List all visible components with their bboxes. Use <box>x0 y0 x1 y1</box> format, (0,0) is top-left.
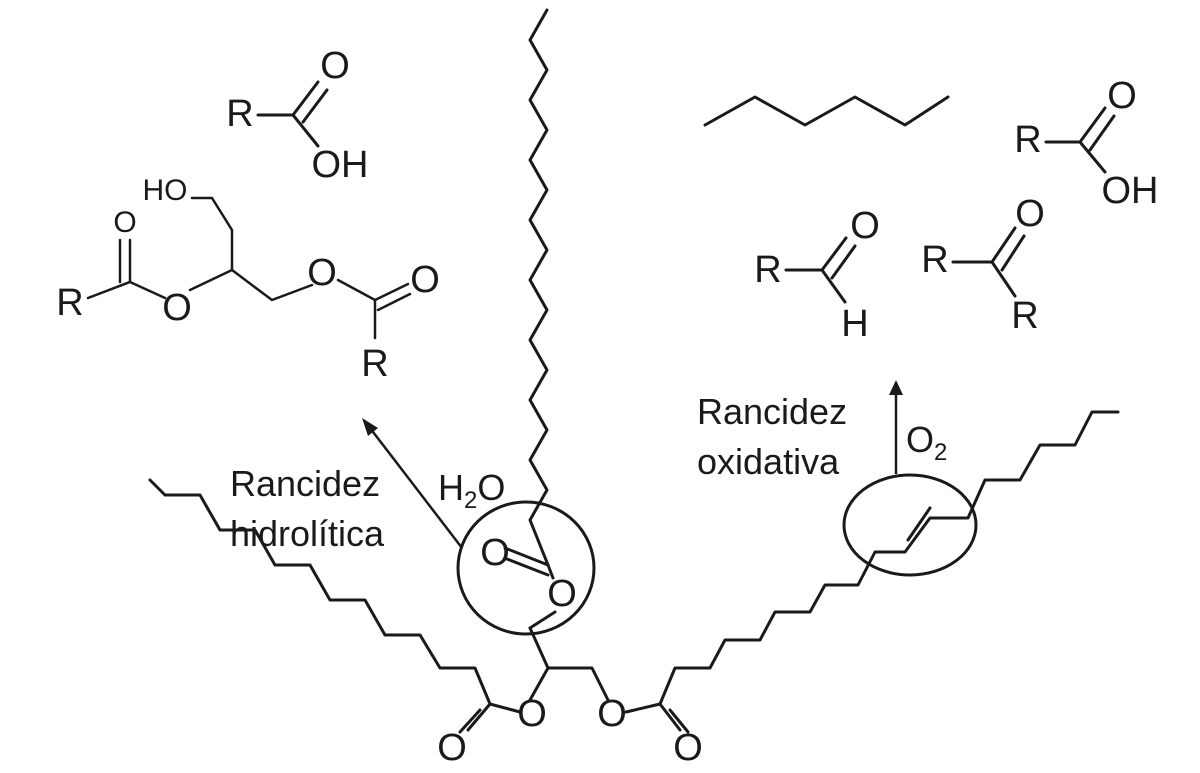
carboxylic-acid-right: R O OH <box>1014 75 1158 212</box>
dag-left-o-c-bond <box>128 280 167 300</box>
hydrolytic-label-line2: hidrolítica <box>230 513 385 554</box>
aldehyde-r: R <box>754 249 781 291</box>
left-ester-o-c-bond <box>488 702 522 714</box>
glycerol-backbone <box>528 626 610 702</box>
ester-ellipse <box>456 500 596 636</box>
dag-right-o-c-bond <box>336 278 377 302</box>
acid-right-carbonyl-o: O <box>1107 75 1137 117</box>
right-ester-o-c-bond <box>624 702 662 714</box>
left-ester-co-bond-2 <box>458 708 482 734</box>
ketone-carbonyl-o: O <box>1015 193 1045 235</box>
dag-left-c-r-bond <box>86 280 132 300</box>
top-ester-co-bond-2 <box>505 557 550 577</box>
dag-right-co-bond <box>373 282 410 302</box>
oxygen-label: O2 <box>906 419 947 466</box>
acid-left-oh: OH <box>312 144 369 186</box>
aldehyde-h: H <box>841 303 868 345</box>
oxidative-label-line1: Rancidez <box>697 391 847 432</box>
aldehyde-co-bond <box>820 236 848 272</box>
dag-left-r: R <box>56 282 83 324</box>
hydrolysis-arrowhead <box>362 418 378 436</box>
ketone-co-bond-2 <box>1000 234 1026 272</box>
left-ester-ether-o: O <box>517 693 547 735</box>
acid-left-co-bond-2 <box>301 88 329 124</box>
acid-right-co-bond <box>1078 106 1107 144</box>
hydrocarbon-product <box>703 95 950 127</box>
carboxylic-acid-left: R O OH <box>226 45 368 186</box>
right-ester-carbonyl-o: O <box>673 727 703 769</box>
acid-right-co-bond-2 <box>1088 114 1116 152</box>
aldehyde-c-h-bond <box>820 268 847 304</box>
ketone-r-left: R <box>921 239 948 281</box>
acid-left-r: R <box>226 93 253 135</box>
hydrolytic-region: Rancidez hidrolítica H2O <box>230 418 596 636</box>
ketone-c-r-bond <box>990 260 1017 298</box>
dag-c-o-left-bond <box>188 268 234 292</box>
right-fatty-chain <box>658 410 1120 706</box>
cis-double-bond-2 <box>906 506 932 542</box>
dag-right-co-bond-2 <box>376 292 412 312</box>
acid-right-r: R <box>1014 119 1041 161</box>
top-fatty-chain <box>528 8 550 567</box>
aldehyde-carbonyl-o: O <box>850 205 880 247</box>
acid-right-c-oh-bond <box>1078 140 1107 174</box>
hydrolytic-label-line1: Rancidez <box>230 463 380 504</box>
dag-left-ether-o: O <box>162 287 192 329</box>
left-ester-carbonyl-o: O <box>437 727 467 769</box>
left-ester-co-bond <box>466 702 492 732</box>
aldehyde-co-bond-2 <box>830 244 857 280</box>
top-ester-ether-o: O <box>547 573 577 615</box>
dag-right-carbonyl-o: O <box>410 259 440 301</box>
triglyceride: O O O O O O <box>148 8 1120 769</box>
ketone-co-bond <box>990 226 1017 264</box>
double-bond-ellipse <box>842 473 978 577</box>
diacylglycerol: HO O O R O O R <box>56 174 440 385</box>
top-ester-co-bond <box>503 546 550 567</box>
left-fatty-chain <box>148 478 492 706</box>
right-ester-co-bond <box>658 702 682 732</box>
dag-right-r: R <box>361 343 388 385</box>
oxidative-region: Rancidez oxidativa O2 <box>697 380 978 577</box>
aldehyde: R O H <box>754 205 880 345</box>
acid-left-co-bond <box>291 80 320 117</box>
acid-left-carbonyl-o: O <box>320 45 350 87</box>
oxidation-arrowhead <box>889 380 903 395</box>
dag-backbone <box>190 196 314 302</box>
top-ester-o-c-bond <box>528 610 557 630</box>
right-ester-ether-o: O <box>597 693 627 735</box>
dag-right-ether-o: O <box>307 252 337 294</box>
top-ester-c-o-bond <box>546 563 555 580</box>
hydrolysis-arrow <box>369 427 463 549</box>
ketone-r-right: R <box>1011 295 1038 337</box>
acid-left-c-oh-bond <box>291 113 320 148</box>
dag-left-carbonyl-o: O <box>113 206 136 239</box>
dag-ho: HO <box>143 174 188 207</box>
top-ester-carbonyl-o: O <box>480 532 510 574</box>
water-label: H2O <box>438 467 505 514</box>
right-ester-co-bond-2 <box>668 708 690 734</box>
oxidative-label-line2: oxidativa <box>697 441 840 482</box>
acid-right-oh: OH <box>1102 170 1159 212</box>
ketone: R O R <box>921 193 1045 337</box>
